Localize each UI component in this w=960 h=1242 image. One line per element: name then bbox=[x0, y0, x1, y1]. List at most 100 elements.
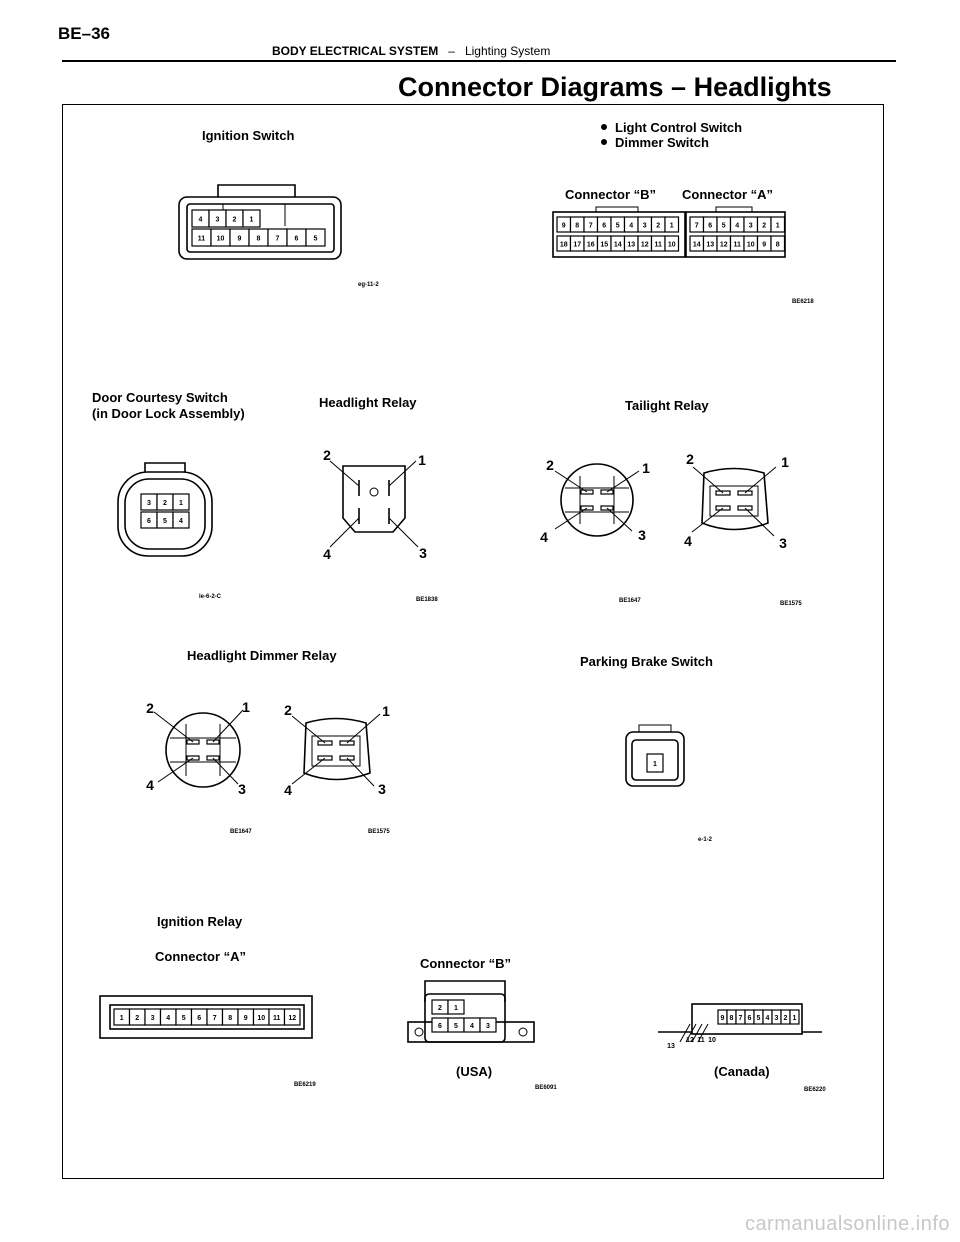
terminal-number: 3 bbox=[779, 535, 787, 551]
terminal-number: 7 bbox=[739, 1015, 743, 1022]
terminal-number: 10 bbox=[257, 1015, 265, 1022]
parking-brake-housing bbox=[625, 731, 685, 787]
terminal-number: 1 bbox=[418, 452, 426, 468]
terminal-number: 13 bbox=[706, 242, 714, 249]
taillight-relay: Tailight Relay 2 1 4 3 2 1 4 3 BE1647 BE… bbox=[540, 398, 802, 607]
terminal-number: 1 bbox=[242, 699, 250, 715]
terminal-number: 2 bbox=[284, 702, 292, 718]
terminal-number: 6 bbox=[438, 1023, 442, 1030]
terminal-number: 9 bbox=[238, 236, 242, 243]
terminal-number: 1 bbox=[382, 703, 390, 719]
terminal-number: 6 bbox=[708, 223, 712, 230]
terminal-number: 10 bbox=[708, 1037, 716, 1044]
door-courtesy-rim bbox=[124, 478, 206, 550]
light-control-switch: Light Control Switch Dimmer Switch Conne… bbox=[552, 120, 814, 305]
taillight-relay-code: BE1647 bbox=[619, 598, 641, 604]
connector-a-housing bbox=[685, 211, 786, 258]
terminal-number: 3 bbox=[749, 223, 753, 230]
terminal-number: 4 bbox=[470, 1023, 474, 1030]
terminal-number: 12 bbox=[720, 242, 728, 249]
terminal-number: 18 bbox=[560, 242, 568, 249]
terminal-number: 5 bbox=[454, 1023, 458, 1030]
mounting-hole bbox=[518, 1027, 528, 1037]
leader-line bbox=[212, 709, 244, 743]
ignition-relay-code: BE6091 bbox=[535, 1085, 557, 1091]
terminal-number: 10 bbox=[217, 236, 225, 243]
terminal-number: 8 bbox=[776, 242, 780, 249]
connector-b-housing bbox=[552, 211, 686, 258]
terminal-number: 9 bbox=[721, 1015, 725, 1022]
ignition-switch-code: eg-11-2 bbox=[358, 282, 379, 288]
terminal-number: 5 bbox=[314, 236, 318, 243]
terminal-number: 3 bbox=[238, 781, 246, 797]
taillight-relay-code: BE1575 bbox=[780, 601, 802, 607]
ignition-relay-label: Ignition Relay bbox=[157, 914, 243, 929]
terminal-number: 13 bbox=[627, 242, 635, 249]
diagram-frame bbox=[62, 104, 884, 1179]
connector-a-latch bbox=[715, 206, 753, 212]
light-control-code: BE6218 bbox=[792, 299, 814, 305]
leader-line bbox=[212, 757, 239, 785]
leader-line bbox=[691, 507, 724, 533]
terminal-number: 11 bbox=[655, 242, 663, 249]
terminal-cell bbox=[646, 753, 664, 773]
leader-line bbox=[744, 507, 775, 537]
terminal-number: 4 bbox=[166, 1015, 170, 1022]
terminal-cell bbox=[770, 216, 786, 233]
terminal-number: 13 bbox=[667, 1043, 675, 1050]
leader-line bbox=[329, 460, 360, 487]
terminal-cell bbox=[172, 493, 190, 511]
ignition-relay-code: BE6220 bbox=[804, 1087, 826, 1093]
canada-label: (Canada) bbox=[714, 1064, 770, 1079]
parking-brake-latch bbox=[638, 724, 672, 732]
terminal-number: 1 bbox=[179, 500, 183, 507]
square-relay-face bbox=[709, 485, 759, 517]
terminal-number: 4 bbox=[629, 223, 633, 230]
lead-line bbox=[685, 1023, 697, 1043]
terminal-number: 3 bbox=[378, 781, 386, 797]
leader-line bbox=[606, 470, 640, 493]
leader-line bbox=[554, 507, 588, 530]
terminal-number: 1 bbox=[670, 223, 674, 230]
terminal-number: 15 bbox=[600, 242, 608, 249]
terminal-number: 7 bbox=[276, 236, 280, 243]
leader-line bbox=[606, 507, 633, 532]
ignition-switch-face bbox=[186, 203, 335, 253]
terminal-number: 2 bbox=[135, 1015, 139, 1022]
terminal-number: 10 bbox=[668, 242, 676, 249]
headlight-relay: Headlight Relay 2 1 4 3 BE1838 bbox=[319, 395, 438, 603]
dimmer-relay-code: BE1575 bbox=[368, 829, 390, 835]
terminal-number: 2 bbox=[163, 500, 167, 507]
ignition-relay-a-housing bbox=[99, 995, 313, 1039]
terminal-number: 2 bbox=[686, 451, 694, 467]
terminal-number: 3 bbox=[643, 223, 647, 230]
terminal-number: 4 bbox=[735, 223, 739, 230]
headlight-relay-code: BE1838 bbox=[416, 597, 438, 603]
terminal-number: 1 bbox=[781, 454, 789, 470]
leader-line bbox=[291, 715, 326, 744]
leader-line bbox=[346, 757, 375, 787]
terminal-number: 6 bbox=[748, 1015, 752, 1022]
headlight-relay-label: Headlight Relay bbox=[319, 395, 417, 410]
terminal-cell bbox=[479, 1017, 497, 1033]
lead-line bbox=[691, 1023, 703, 1043]
terminal-number: 2 bbox=[656, 223, 660, 230]
section-header: BODY ELECTRICAL SYSTEM–Lighting System bbox=[272, 44, 550, 58]
bullet-icon bbox=[601, 124, 607, 130]
terminal-number: 2 bbox=[438, 1005, 442, 1012]
leader-line bbox=[157, 757, 194, 783]
terminal-number: 5 bbox=[163, 518, 167, 525]
terminal-number: 9 bbox=[562, 223, 566, 230]
ignition-relay-b-housing bbox=[424, 993, 506, 1043]
terminal-number: 6 bbox=[147, 518, 151, 525]
leader-line bbox=[388, 517, 419, 548]
terminal-number: 11 bbox=[273, 1015, 281, 1022]
terminal-number: 1 bbox=[120, 1015, 124, 1022]
terminal-number: 6 bbox=[197, 1015, 201, 1022]
terminal-number: 1 bbox=[793, 1015, 797, 1022]
round-relay-housing bbox=[560, 463, 634, 537]
